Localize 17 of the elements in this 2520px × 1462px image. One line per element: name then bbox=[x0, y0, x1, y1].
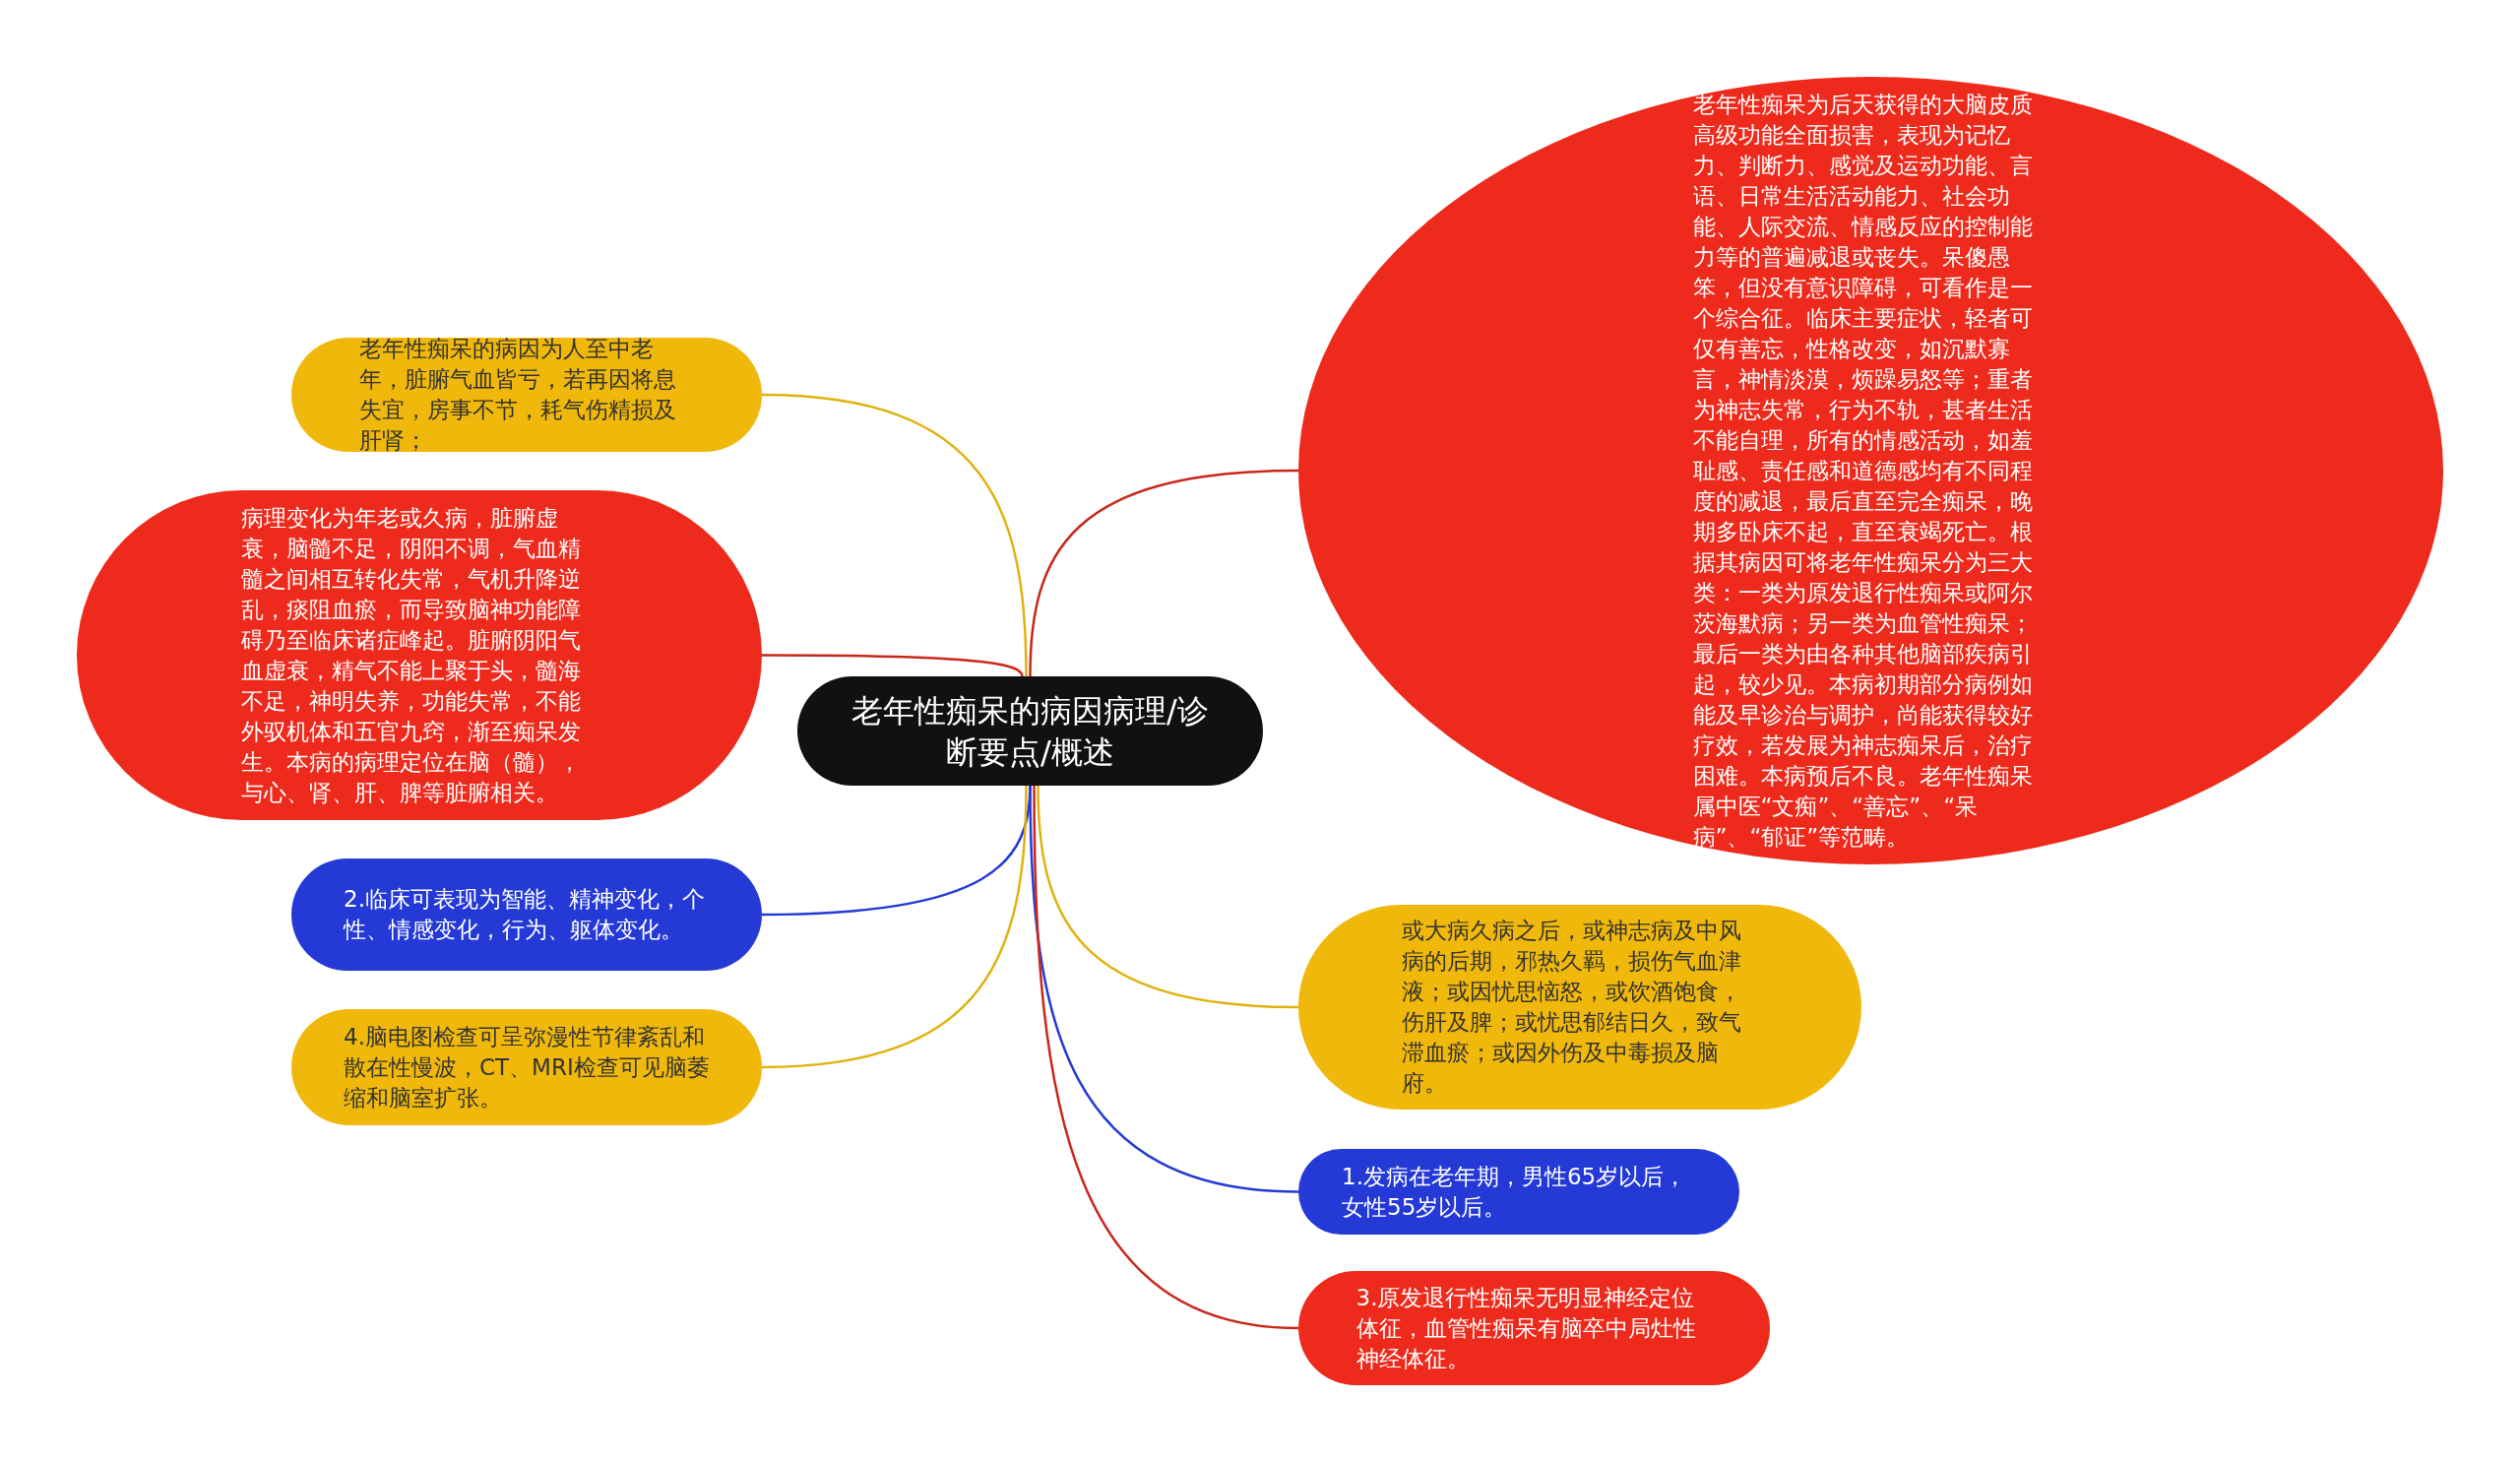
connector-line bbox=[1033, 786, 1299, 1330]
topic-text: 1.发病在老年期，男性65岁以后，女性55岁以后。 bbox=[1342, 1162, 1688, 1222]
topic-text: 4.脑电图检查可呈弥漫性节律紊乱和散在性慢波，CT、MRI检查可见脑萎缩和脑室扩张。 bbox=[344, 1022, 710, 1112]
topic-title: 老年性痴呆的病因病理/诊断要点/概述 bbox=[850, 690, 1210, 773]
topic-text: 3.原发退行性痴呆无明显神经定位体征，血管性痴呆有脑卒中局灶性神经体征。 bbox=[1355, 1283, 1697, 1373]
topic-text: 病理变化为年老或久病，脏腑虚衰，脑髓不足，阴阳不调，气血精髓之间相互转化失常，气机升降逆乱，痰阻血瘀，而导致脑神功能障碍乃至临床诸症峰起。脏腑阴阳气血虚衰，精气不能上聚于头，髓海不足，神明失养，功能失常，不能外驭机体和五官九窍，渐至痴呆发生。本病的病理定位在脑（髓），与心、肾、肝、脾等脏腑相关。 bbox=[241, 503, 582, 807]
connector-line bbox=[761, 785, 1028, 1069]
connector-line bbox=[762, 654, 1024, 677]
topic-text: 老年性痴呆的病因为人至中老年，脏腑气血皆亏，若再因将息失宜，房事不节，耗气伤精损及肝肾； bbox=[359, 335, 677, 455]
topic-ellipse bbox=[1298, 77, 2443, 864]
topic-text: 老年性痴呆为后天获得的大脑皮质高级功能全面损害，表现为记忆力、判断力、感觉及运动功能、言语、日常生活活动能力、社会功能、人际交流、情感反应的控制能力等的普遍减退或丧失。呆傻愚笨，但没有意识障碍，可看作是一个综合征。临床主要症状，轻者可仅有善忘，性格改变，如沉默寡言，神情淡漠，烦躁易怒等；重者为神志失常，行为不轨，甚者生活不能自理，所有的情感活动，如羞耻感、责任感和道德感均有不同程度的减退，最后直至完全痴呆，晚期多卧床不起，直至衰竭死亡。根据其病因可将老年性痴呆分为三大类：一类为原发退行性痴呆或阿尔茨海默病；另一类为血管性痴呆；最后一类为由各种其他脑部疾病引起，较少见。本病初期部分病例如能及早诊治与调护，尚能获得较好疗效，若发展为神志痴呆后，治疗困难。本病预后不良。老年性痴呆属中医“文痴”、“善忘”、“呆病”、“郁证”等范畴。 bbox=[1692, 90, 2034, 852]
connector-line bbox=[761, 393, 1028, 677]
connector-line bbox=[1037, 785, 1299, 1009]
topic-text: 2.临床可表现为智能、精神变化，个性、情感变化，行为、躯体变化。 bbox=[344, 885, 706, 944]
topic-text: 或大病久病之后，或神志病及中风病的后期，邪热久羁，损伤气血津液；或因忧思恼怒，或饮酒饱食，伤肝及脾；或忧思郁结日久，致气滞血瘀；或因外伤及中毒损及脑府。 bbox=[1402, 917, 1742, 1098]
connector-line bbox=[1029, 469, 1299, 677]
connector-line bbox=[1029, 786, 1299, 1193]
